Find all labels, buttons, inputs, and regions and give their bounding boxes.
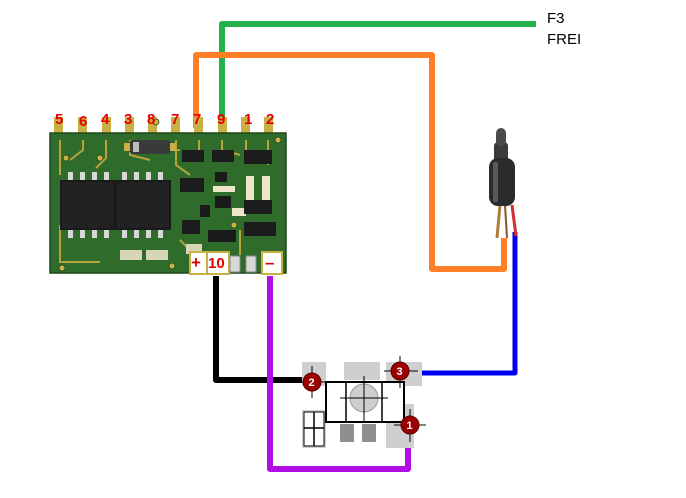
diode <box>124 140 176 154</box>
pin-label-4: 4 <box>101 111 110 128</box>
orange-wire <box>193 52 507 272</box>
pin-label-5: 5 <box>55 111 63 128</box>
pin-label-7b: 7 <box>193 111 201 128</box>
top-pads <box>54 117 273 139</box>
ic-chip-left <box>60 172 115 238</box>
smd-parts <box>120 150 276 260</box>
transistor-pin-1: 1 <box>400 415 420 435</box>
pin-label-9: 9 <box>217 111 225 128</box>
transistor-pin-2: 2 <box>302 372 322 392</box>
top-pin-labels: 5 6 4 3 8 7 7 9 1 2 <box>55 111 274 130</box>
bottom-pads <box>189 251 283 275</box>
chip-marking-1: 222 <box>124 254 133 260</box>
black-wire <box>213 276 302 383</box>
output-label-frei: FREI <box>547 31 581 48</box>
green-wire <box>219 21 536 128</box>
output-label-f3: F3 <box>547 10 565 27</box>
decoder-board: 222 222 <box>49 117 287 275</box>
pin-label-8: 8 <box>147 111 155 128</box>
pin-label-7a: 7 <box>171 111 179 128</box>
transistor-pin-3-label: 3 <box>397 366 403 378</box>
purple-wire <box>267 276 411 472</box>
pin-label-1: 1 <box>244 111 252 128</box>
transistor-pin-1-label: 1 <box>407 420 413 432</box>
pin-label-3: 3 <box>124 111 132 128</box>
bottom-pin-labels: + 10 – <box>191 253 274 272</box>
sensor-component <box>489 128 518 239</box>
pin-label-minus: – <box>265 253 274 272</box>
pin-label-plus: + <box>191 253 201 272</box>
pin-label-2: 2 <box>266 111 274 128</box>
blue-wire <box>420 232 518 376</box>
transistor-pin-2-label: 2 <box>309 377 315 389</box>
transistor-pin-3: 3 <box>390 361 410 381</box>
pin-label-6: 6 <box>79 113 87 130</box>
chip-marking-2: 222 <box>150 254 159 260</box>
wires <box>193 21 536 472</box>
transistor-footprint <box>294 356 426 448</box>
pin-label-10: 10 <box>208 255 225 272</box>
ic-chip-right <box>115 172 171 238</box>
